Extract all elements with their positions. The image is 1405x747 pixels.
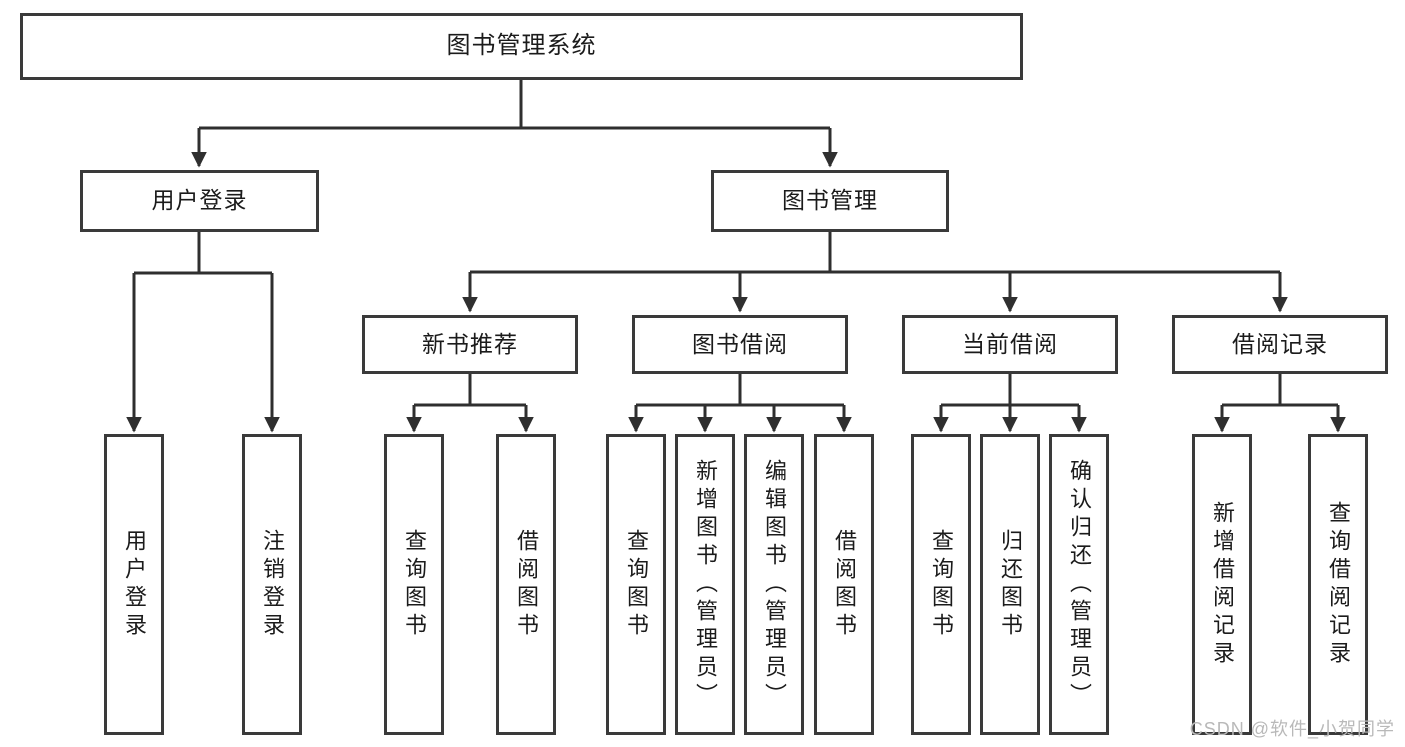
node-leaf-query-book-borrow[interactable]: 查询图书 [606,434,666,735]
node-leaf-confirm-return-admin[interactable]: 确认归还（管理员） [1049,434,1109,735]
node-leaf-query-book-newbook[interactable]: 查询图书 [384,434,444,735]
node-label: 图书借阅 [692,330,788,357]
node-label: 编辑图书（管理员） [762,458,787,711]
node-leaf-user-login[interactable]: 用户登录 [104,434,164,735]
node-root-book-management-system[interactable]: 图书管理系统 [20,13,1023,80]
node-label: 注销登录 [260,528,285,641]
csdn-watermark: CSDN @软件_小贺同学 [1189,719,1395,739]
node-label: 借阅记录 [1232,330,1328,357]
node-label: 借阅图书 [514,528,539,641]
node-label: 用户登录 [122,528,147,641]
node-leaf-logout[interactable]: 注销登录 [242,434,302,735]
node-label: 查询图书 [624,528,649,641]
node-label: 图书管理 [782,187,878,214]
node-leaf-add-book-admin[interactable]: 新增图书（管理员） [675,434,735,735]
node-label: 用户登录 [151,187,248,214]
node-label: 新增借阅记录 [1210,500,1235,669]
node-borrowing-record[interactable]: 借阅记录 [1172,315,1388,374]
node-book-management[interactable]: 图书管理 [711,170,949,232]
node-leaf-return-book[interactable]: 归还图书 [980,434,1040,735]
node-leaf-add-borrow-record[interactable]: 新增借阅记录 [1192,434,1252,735]
node-label: 归还图书 [998,528,1023,641]
node-label: 新书推荐 [422,330,518,357]
node-leaf-borrow-book[interactable]: 借阅图书 [814,434,874,735]
node-new-book-recommendation[interactable]: 新书推荐 [362,315,578,374]
node-label: 新增图书（管理员） [693,458,718,711]
node-current-borrowing[interactable]: 当前借阅 [902,315,1118,374]
node-leaf-query-book-current[interactable]: 查询图书 [911,434,971,735]
node-leaf-borrow-book-newbook[interactable]: 借阅图书 [496,434,556,735]
node-book-borrowing[interactable]: 图书借阅 [632,315,848,374]
node-label: 查询图书 [929,528,954,641]
node-leaf-query-borrow-record[interactable]: 查询借阅记录 [1308,434,1368,735]
node-label: 图书管理系统 [446,32,597,60]
node-label: 借阅图书 [832,528,857,641]
node-label: 确认归还（管理员） [1067,458,1092,711]
node-label: 当前借阅 [962,330,1058,357]
node-user-login[interactable]: 用户登录 [80,170,319,232]
node-label: 查询图书 [402,528,427,641]
node-leaf-edit-book-admin[interactable]: 编辑图书（管理员） [744,434,804,735]
node-label: 查询借阅记录 [1326,500,1351,669]
